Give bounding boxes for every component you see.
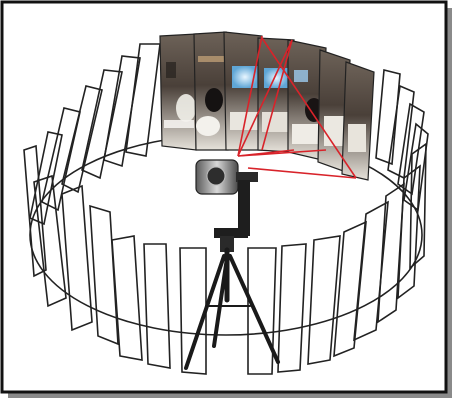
pano-head-upright <box>238 180 250 236</box>
photo-frame <box>342 62 374 180</box>
camera-lens <box>207 167 225 185</box>
photo-frame <box>194 32 228 150</box>
photo-frame <box>160 34 196 150</box>
